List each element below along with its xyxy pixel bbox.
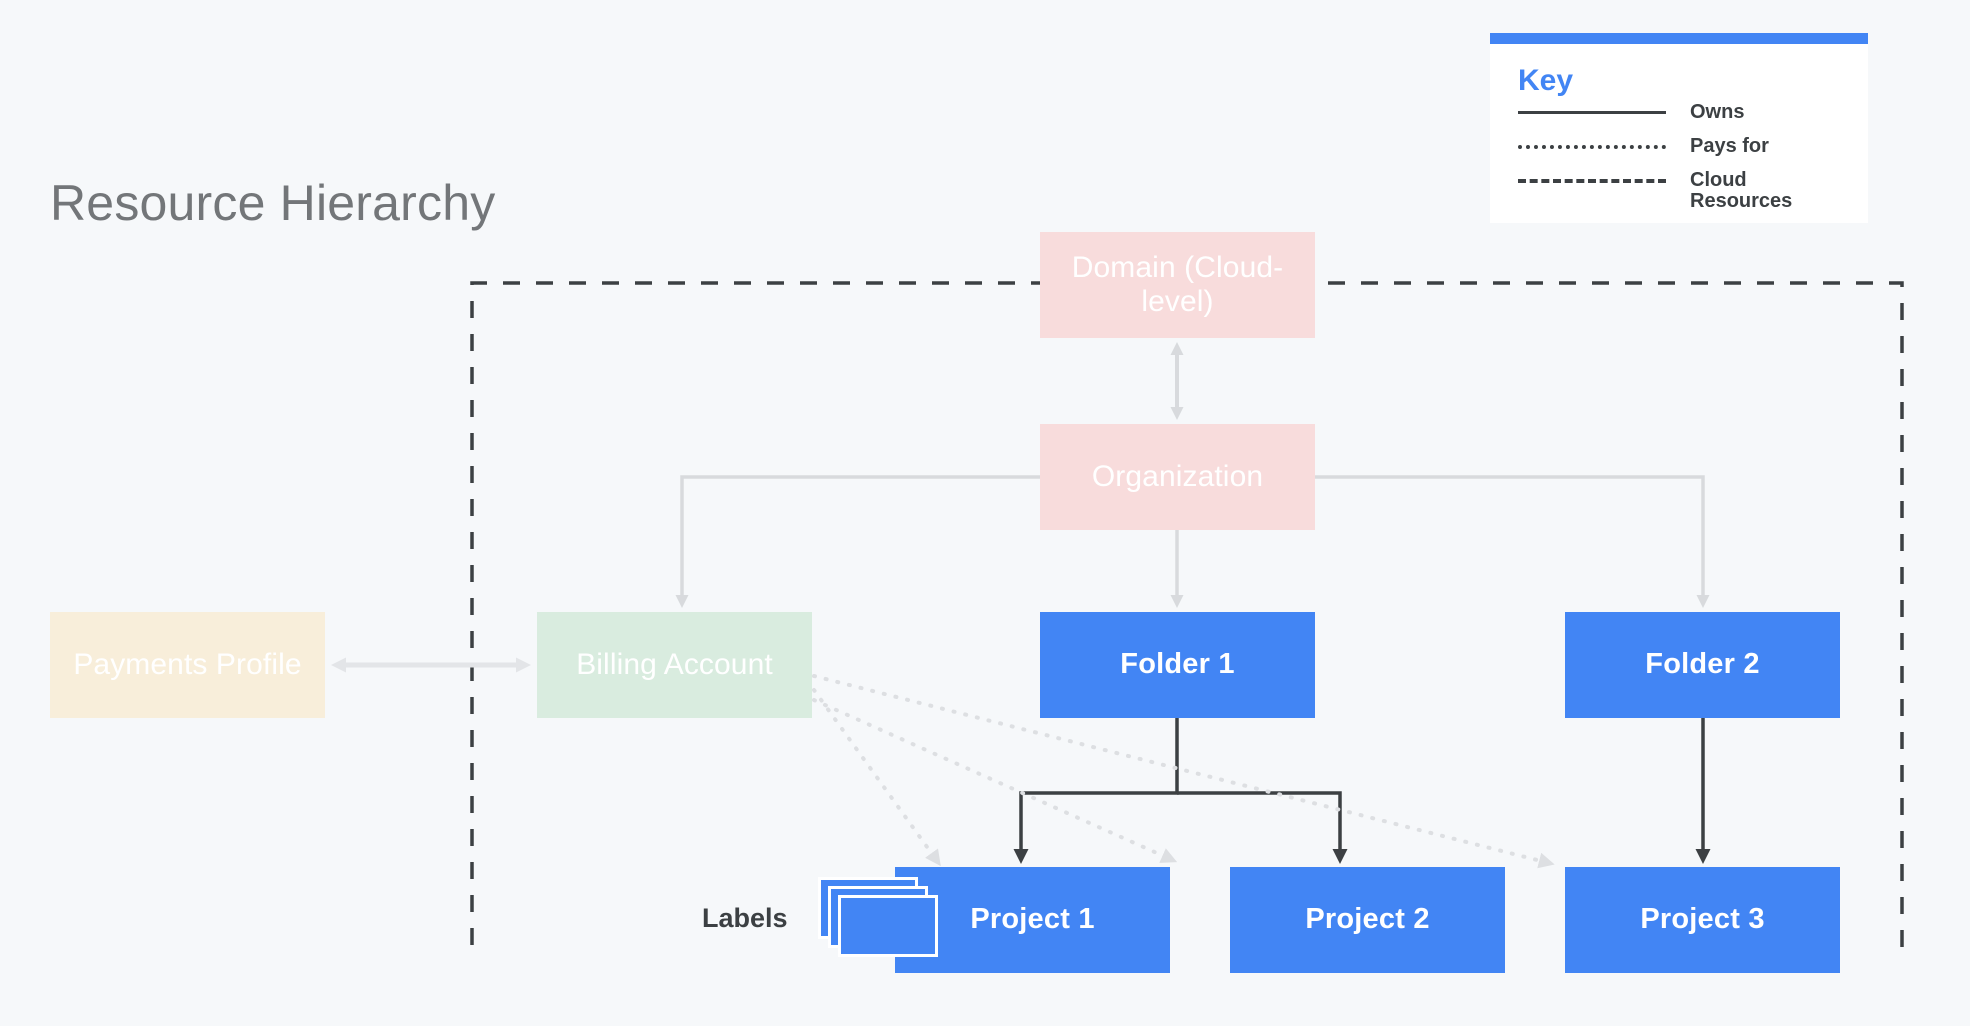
key-accent-bar [1490,33,1868,44]
node-organization-label: Organization [1091,459,1264,493]
node-project-3-label: Project 3 [1640,903,1765,936]
key-body: Key Owns Pays for Cloud Resources [1490,44,1868,223]
node-project-3[interactable]: Project 3 [1565,867,1840,973]
page-title: Resource Hierarchy [50,175,496,231]
edge-organization-folder-2 [1315,475,1710,608]
node-payments-profile-label: Payments Profile [73,647,302,681]
key-label-owns: Owns [1690,101,1745,123]
edge-billing-project1 [812,688,941,867]
label-card-front [838,895,938,957]
label-stack-icon [818,877,948,959]
node-folder-2[interactable]: Folder 2 [1565,612,1840,718]
node-project-2-label: Project 2 [1305,903,1430,936]
node-project-1[interactable]: Project 1 [895,867,1170,973]
labels-annotation-text: Labels [702,903,788,933]
node-project-2[interactable]: Project 2 [1230,867,1505,973]
key-row-owns: Owns [1518,102,1840,136]
node-domain[interactable]: Domain (Cloud-level) [1040,232,1315,338]
node-billing-account-label: Billing Account [576,647,773,681]
key-title: Key [1518,64,1574,97]
node-folder-2-label: Folder 2 [1645,648,1760,681]
key-panel: Key Owns Pays for Cloud Resources [1490,33,1868,223]
edge-organization-billing-account [675,475,1040,608]
node-domain-label: Domain (Cloud-level) [1071,250,1284,319]
node-payments-profile[interactable]: Payments Profile [50,612,325,718]
edge-billing-project2 [812,698,1178,863]
solid-line-icon [1518,102,1666,122]
dotted-line-icon [1518,136,1666,156]
node-folder-1[interactable]: Folder 1 [1040,612,1315,718]
node-organization[interactable]: Organization [1040,424,1315,530]
node-project-1-label: Project 1 [970,903,1095,936]
key-row-pays-for: Pays for [1518,136,1840,170]
key-label-pays-for: Pays for [1690,135,1769,157]
edge-folder1-project2 [1177,791,1348,864]
key-row-cloud-resources: Cloud Resources [1518,170,1840,222]
edge-folder1-project1 [1013,718,1179,864]
node-billing-account[interactable]: Billing Account [537,612,812,718]
dashed-line-icon [1518,170,1666,190]
node-folder-1-label: Folder 1 [1120,648,1235,681]
key-label-cloud-resources: Cloud Resources [1690,169,1793,212]
